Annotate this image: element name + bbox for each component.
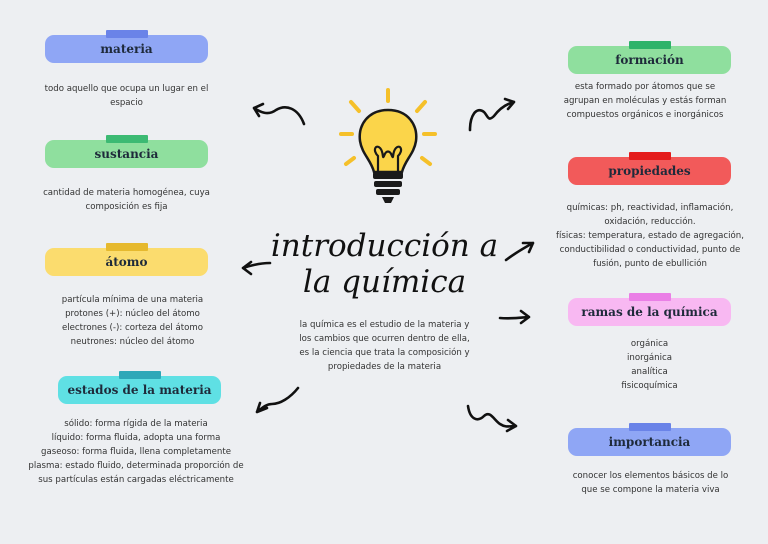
- formacion-label: formación: [568, 41, 731, 74]
- description-line: conductibilidad o conductividad, punto d…: [559, 245, 741, 255]
- description-line: los cambios que ocurren dentro de ella,: [299, 334, 470, 344]
- atomo-title: átomo: [105, 255, 148, 269]
- description-line: analítica: [631, 367, 668, 377]
- arrow-to-atomo: [241, 260, 272, 276]
- description-line: compuestos orgánicos e inorgánicos: [566, 110, 724, 120]
- arrow-to-importancia: [466, 404, 518, 433]
- description-line: la química es el estudio de la materia y: [299, 320, 470, 330]
- description-line: plasma: estado fluido, determinada propo…: [28, 461, 244, 471]
- ramas-description: orgánica inorgánica analítica fisicoquímica: [568, 337, 731, 393]
- sustancia-description: cantidad de materia homogénea, cuya compo…: [24, 186, 229, 214]
- description-line: que se compone la materia viva: [581, 485, 720, 495]
- description-line: fusión, punto de ebullición: [593, 259, 707, 269]
- description-line: sus partículas están cargadas eléctricam…: [38, 475, 234, 485]
- arrow-to-formacion: [468, 97, 516, 132]
- arrow-to-propiedades: [504, 241, 535, 262]
- importancia-description: conocer los elementos básicos de lo que s…: [548, 469, 753, 497]
- atomo-label: átomo: [45, 243, 208, 276]
- description-line: cantidad de materia homogénea, cuya: [43, 188, 210, 198]
- description-line: oxidación, reducción.: [604, 217, 696, 227]
- description-line: protones (+): núcleo del átomo: [65, 309, 200, 319]
- tape-decoration: [628, 423, 671, 431]
- sustancia-title: sustancia: [94, 147, 159, 161]
- atomo-description: partícula mínima de una materia protones …: [30, 293, 235, 349]
- estados-title: estados de la materia: [67, 383, 212, 397]
- description-line: propiedades de la materia: [327, 362, 442, 372]
- description-line: es la ciencia que trata la composición y: [299, 348, 470, 358]
- sustancia-label: sustancia: [45, 135, 208, 168]
- ramas-title: ramas de la química: [581, 305, 718, 319]
- importancia-title: importancia: [608, 435, 691, 449]
- tape-decoration: [628, 152, 671, 160]
- arrow-to-materia: [252, 102, 306, 126]
- description-line: fisicoquímica: [621, 381, 678, 391]
- formacion-title: formación: [615, 53, 684, 67]
- description-line: orgánica: [630, 339, 669, 349]
- propiedades-title: propiedades: [608, 164, 691, 178]
- description-line: físicas: temperatura, estado de agregaci…: [556, 231, 744, 241]
- page-title: introducción a la química: [262, 228, 507, 300]
- description-line: sólido: forma rígida de la materia: [64, 419, 208, 429]
- arrow-to-ramas: [498, 309, 531, 325]
- lightbulb-icon: [339, 88, 437, 203]
- ramas-label: ramas de la química: [568, 293, 731, 326]
- estados-label: estados de la materia: [58, 371, 221, 404]
- tape-decoration: [628, 293, 671, 301]
- tape-decoration: [118, 371, 161, 379]
- title-line-2: la química: [302, 264, 467, 300]
- importancia-label: importancia: [568, 423, 731, 456]
- description-line: espacio: [110, 98, 143, 108]
- description-line: químicas: ph, reactividad, inflamación,: [566, 203, 734, 213]
- description-line: partícula mínima de una materia: [61, 295, 204, 305]
- materia-title: materia: [100, 42, 153, 56]
- description-line: todo aquello que ocupa un lugar en el: [44, 84, 209, 94]
- description-line: electrones (-): corteza del átomo: [61, 323, 204, 333]
- description-line: inorgánica: [626, 353, 673, 363]
- tape-decoration: [628, 41, 671, 49]
- materia-label: materia: [45, 30, 208, 63]
- description-line: esta formado por átomos que se: [574, 82, 716, 92]
- materia-description: todo aquello que ocupa un lugar en el esp…: [24, 82, 229, 110]
- title-line-1: introducción a: [270, 228, 499, 264]
- intro-description: la química es el estudio de la materia y…: [282, 318, 487, 374]
- estados-description: sólido: forma rígida de la materia líquid…: [20, 417, 252, 487]
- description-line: líquido: forma fluida, adopta una forma: [51, 433, 221, 443]
- description-line: agrupan en moléculas y estás forman: [563, 96, 727, 106]
- propiedades-label: propiedades: [568, 152, 731, 185]
- description-line: gaseoso: forma fluida, llena completamen…: [41, 447, 231, 457]
- tape-decoration: [105, 243, 148, 251]
- description-line: composición es fija: [85, 202, 168, 212]
- tape-decoration: [105, 135, 148, 143]
- propiedades-description: químicas: ph, reactividad, inflamación, o…: [545, 201, 755, 271]
- formacion-description: esta formado por átomos que se agrupan en…: [545, 80, 745, 122]
- tape-decoration: [105, 30, 148, 38]
- description-line: neutrones: núcleo del átomo: [70, 337, 195, 347]
- arrow-to-estados: [255, 386, 300, 414]
- description-line: conocer los elementos básicos de lo: [572, 471, 729, 481]
